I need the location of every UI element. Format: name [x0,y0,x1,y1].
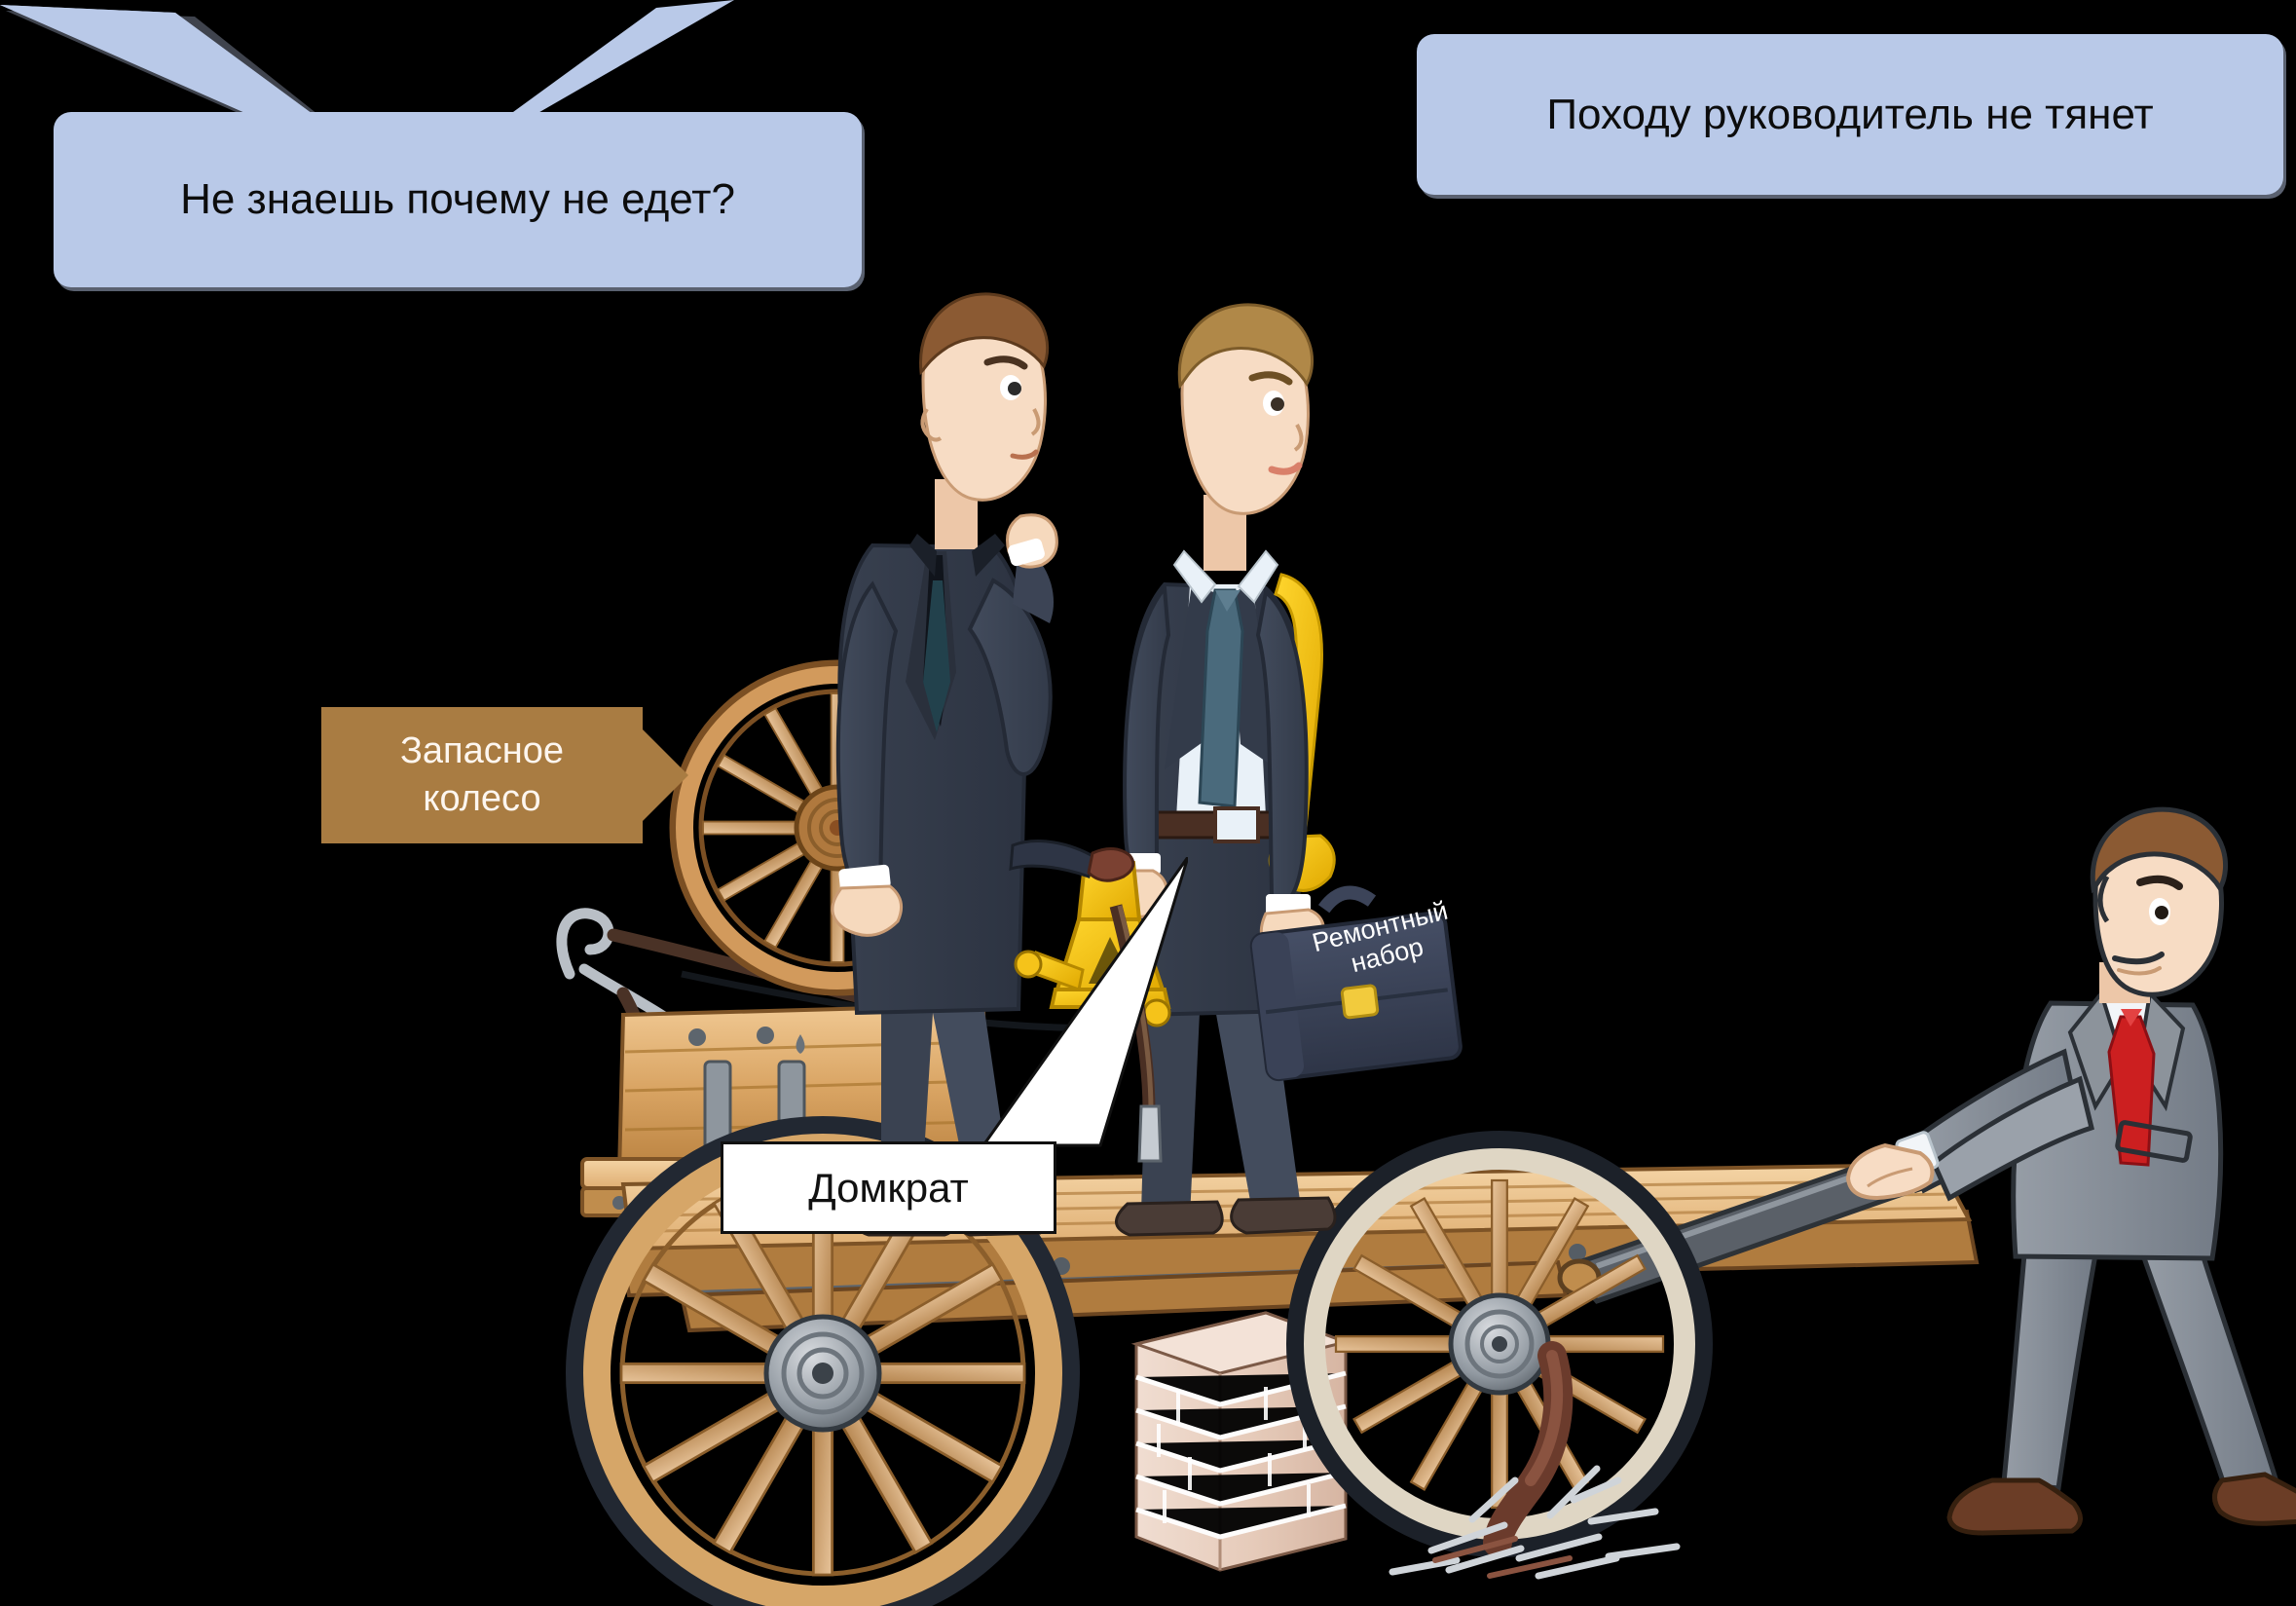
repair-kit-briefcase [1249,885,1463,1082]
speech-bubble-right-text: Походу руководитель не тянет [1546,90,2154,138]
spare-wheel-callout-line2: колесо [423,778,541,819]
character-man-pulling-cart [1845,806,2296,1536]
character-man-with-spare-wheel [831,292,1058,1237]
spare-wheel-callout-line1: Запасное [399,730,565,772]
jack-callout-tail [981,857,1188,1147]
cart-wheel-right-broken [1286,1131,1713,1557]
jack-callout-text: Домкрат [808,1164,969,1211]
broken-axle-debris [1389,1341,1681,1580]
speech-bubble-left-text: Не знаешь почему не едет? [180,175,735,223]
speech-bubble-left[interactable]: Не знаешь почему не едет? [54,112,862,287]
spare-wheel-callout[interactable]: Запасное колесо [321,707,643,843]
jack-callout[interactable]: Домкрат [721,1141,1056,1234]
speech-bubble-right[interactable]: Походу руководитель не тянет [1417,34,2283,195]
spare-wheel-callout-arrow [642,728,688,822]
cart-lower-beam [679,1259,1569,1333]
